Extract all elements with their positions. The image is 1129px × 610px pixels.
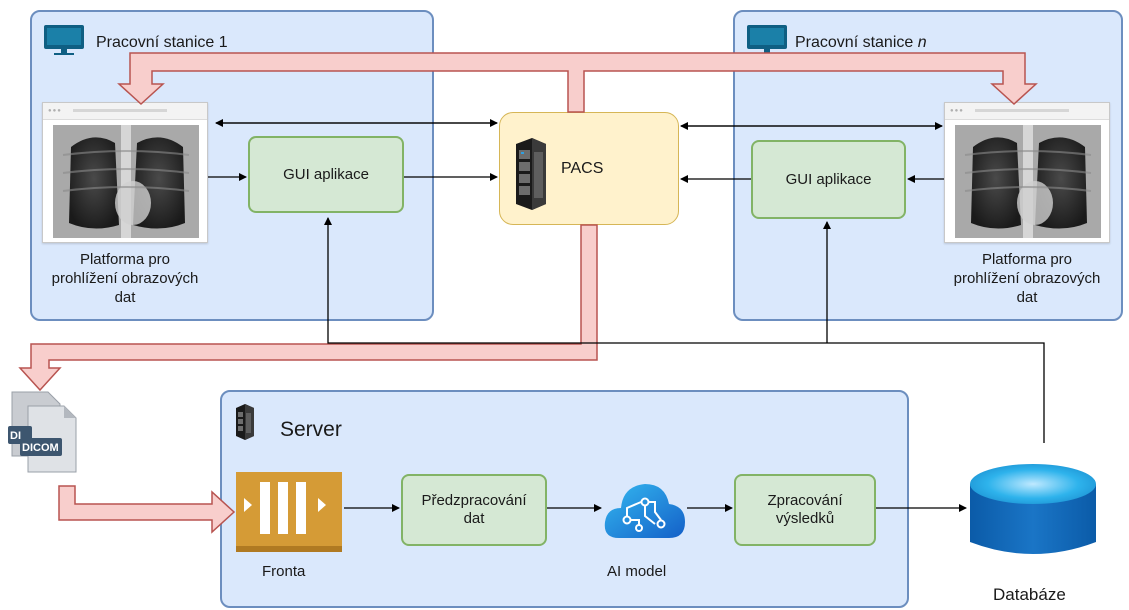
database-label: Databáze [993, 585, 1066, 604]
monitor-icon [747, 25, 787, 55]
workstation-n-title-index: n [917, 34, 927, 51]
dicom-front-label: DICOM [22, 442, 59, 454]
browser-toolbar: ●●● [945, 103, 1109, 120]
database-icon [970, 464, 1096, 554]
platform-label-line: dat [114, 289, 136, 306]
ai-cloud-icon [604, 484, 685, 538]
preprocessing-box: Předzpracování dat [401, 474, 547, 546]
gui-app-label: GUI aplikace [283, 165, 369, 183]
platform-label-line: prohlížení obrazových [953, 270, 1101, 287]
browser-toolbar: ●●● [43, 103, 207, 120]
address-bar [73, 109, 167, 112]
platform-label-line: prohlížení obrazových [51, 270, 199, 287]
ai-model-label: AI model [607, 563, 667, 580]
preprocessing-label-line: Předzpracování [421, 492, 527, 509]
platform-label-line: dat [1016, 289, 1038, 306]
queue-label: Fronta [262, 563, 306, 580]
monitor-icon [44, 25, 84, 55]
server-rack-icon [236, 404, 254, 440]
dicom-file-icon [8, 391, 77, 473]
window-dots-icon: ●●● [48, 108, 62, 114]
gui-app-box-1: GUI aplikace [248, 136, 404, 213]
platform-label-1: Platforma pro prohlížení obrazových dat [24, 250, 226, 307]
dicom-back-label: DI [10, 430, 21, 442]
gui-app-label: GUI aplikace [785, 170, 872, 188]
address-bar [975, 109, 1069, 112]
postprocessing-label-line: výsledků [775, 510, 835, 527]
image-viewer-window-n: ●●● [944, 102, 1110, 243]
gui-app-box-n: GUI aplikace [751, 140, 906, 219]
server-title: Server [280, 418, 342, 441]
server-rack-icon [516, 138, 546, 210]
dicom-to-queue-flow [58, 485, 236, 534]
preprocessing-label-line: dat [463, 510, 485, 527]
platform-label-line: Platforma pro [981, 251, 1073, 268]
window-dots-icon: ●●● [950, 108, 964, 114]
chest-xray-image [955, 125, 1101, 238]
pacs-distribution-flow [117, 52, 1038, 113]
postprocessing-label-line: Zpracování [767, 492, 843, 509]
workstation-1-title: Pracovní stanice 1 [96, 34, 228, 51]
postprocessing-box: Zpracování výsledků [734, 474, 876, 546]
workstation-n-title-text: Pracovní stanice [795, 34, 918, 51]
chest-xray-image [53, 125, 199, 238]
queue-icon [236, 472, 342, 552]
workstation-n-title: Pracovní stanice n [795, 34, 927, 52]
image-viewer-window-1: ●●● [42, 102, 208, 243]
platform-label-n: Platforma pro prohlížení obrazových dat [926, 250, 1128, 307]
pacs-to-dicom-flow [18, 224, 598, 392]
pacs-label: PACS [561, 160, 604, 177]
platform-label-line: Platforma pro [79, 251, 171, 268]
